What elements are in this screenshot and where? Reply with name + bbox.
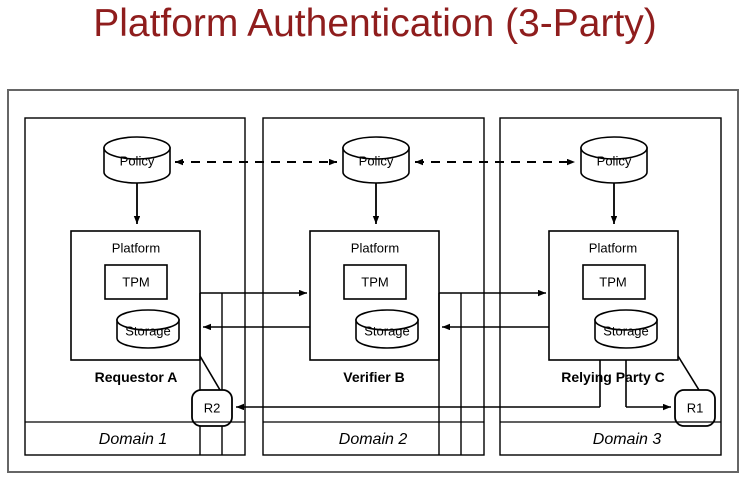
party-label-verifier-b: Verifier B [343,369,405,385]
tpm-box-2 [343,264,407,300]
platform3-to-r1-diagonal [677,355,700,391]
tpm-label-2: TPM [361,274,389,290]
tpm-label-3: TPM [599,274,627,290]
policy-label-1: Policy [119,153,155,169]
token-label-r1: R1 [686,400,704,416]
token-box-r2 [191,389,233,427]
tpm-label-1: TPM [122,274,150,290]
policy-cylinder-1 [103,136,171,184]
party-label-relying-party-c: Relying Party C [561,369,665,385]
tpm-box-1 [104,264,168,300]
domain-label-2: Domain 2 [338,431,408,448]
tpm-box-3 [582,264,646,300]
domain-label-1: Domain 1 [98,431,168,448]
platform1-to-r2-diagonal [199,355,221,391]
policy-label-2: Policy [358,153,394,169]
storage-cylinder-1 [116,309,180,349]
platform-label-3: Platform [588,240,638,256]
storage-label-1: Storage [125,323,171,339]
storage-cylinder-3 [594,309,658,349]
platform-label-2: Platform [350,240,400,256]
token-label-r2: R2 [203,400,221,416]
storage-label-3: Storage [603,323,649,339]
policy-label-3: Policy [596,153,632,169]
policy-cylinder-3 [580,136,648,184]
page-title: Platform Authentication (3-Party) [93,2,657,45]
policy-cylinder-2 [342,136,410,184]
storage-cylinder-2 [355,309,419,349]
party-label-requestor-a: Requestor A [94,369,178,385]
storage-label-2: Storage [364,323,410,339]
domain-label-3: Domain 3 [592,431,662,448]
platform-label-1: Platform [111,240,161,256]
token-box-r1 [674,389,716,427]
